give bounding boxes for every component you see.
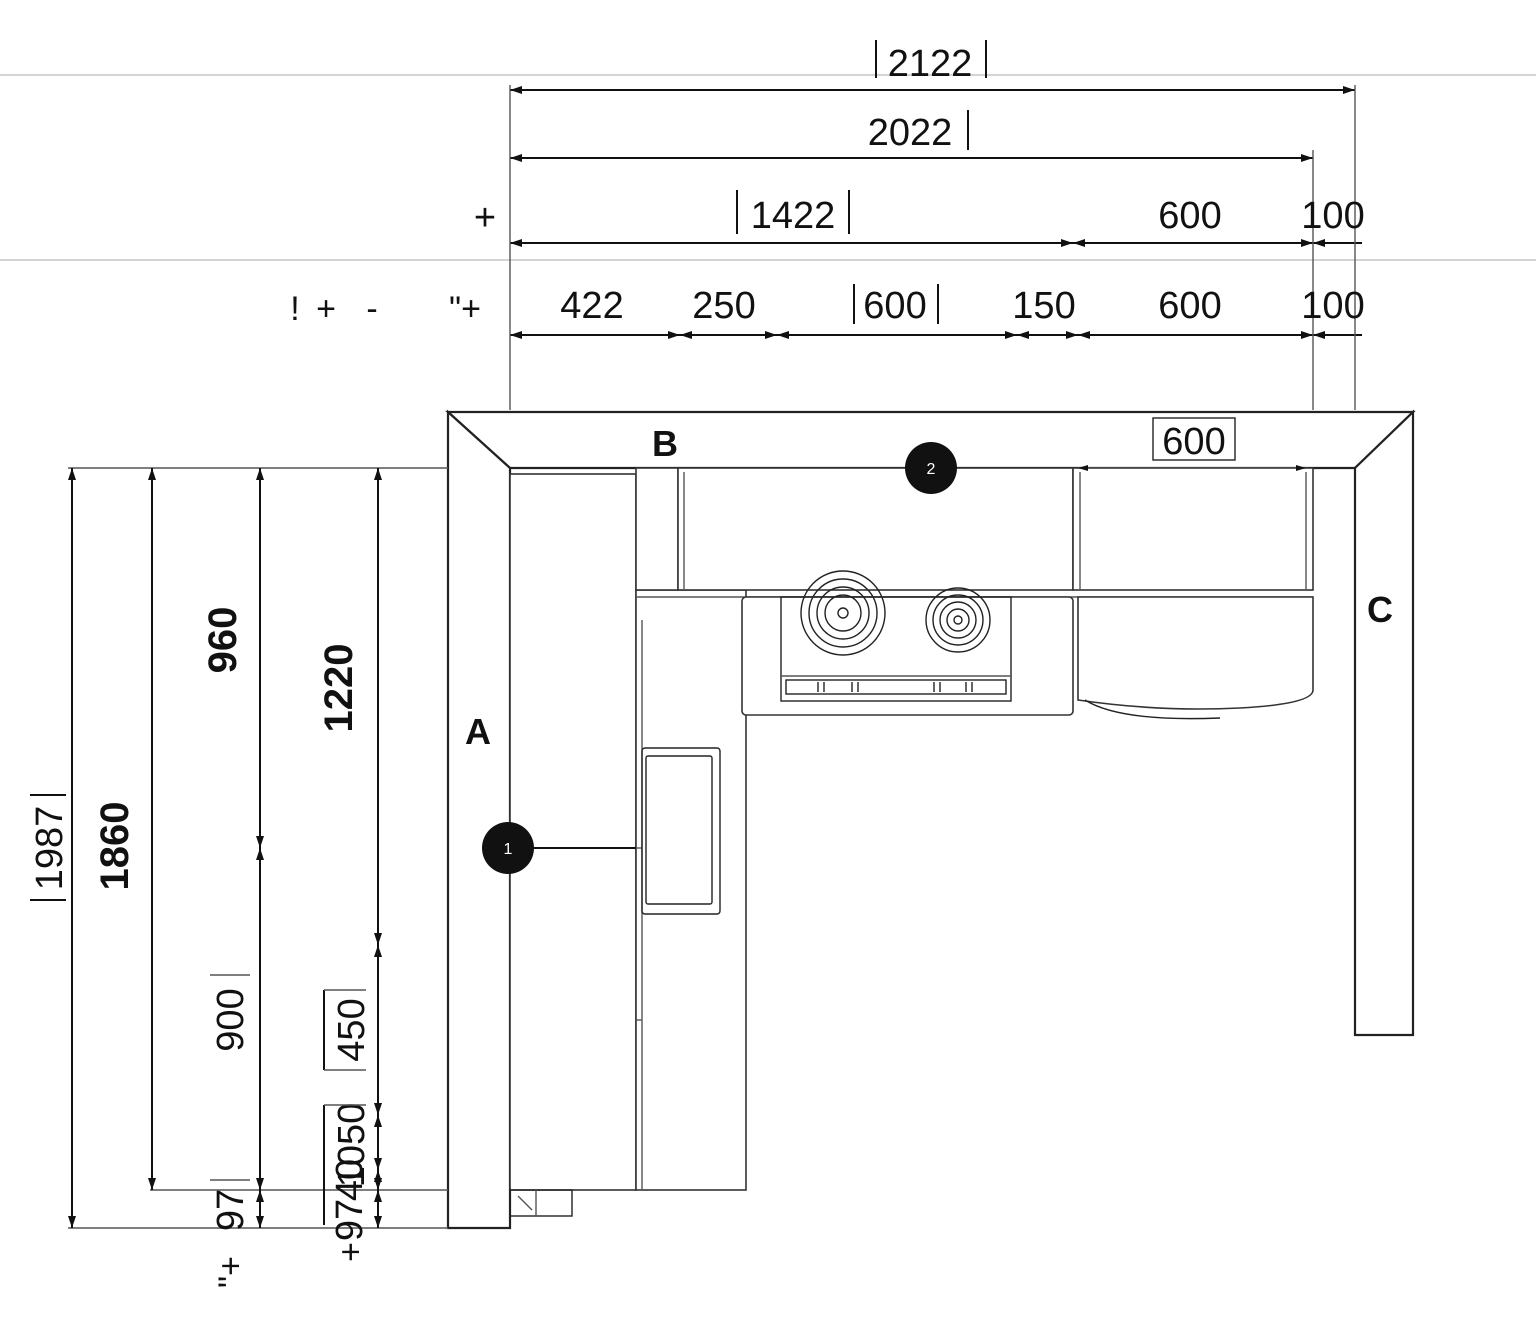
svg-text:2: 2 (927, 461, 936, 478)
dim-row3-600: 600 (1158, 195, 1221, 237)
dim-1220: 1220 (317, 644, 361, 733)
dim-97-right: 97 (329, 1199, 371, 1241)
marker-2: 2 (905, 442, 957, 494)
dim-97-left: 97 (210, 1189, 252, 1231)
walls (445, 409, 1416, 1230)
row4-prefix-2: + (316, 290, 336, 328)
wall-label-b: B (652, 423, 678, 464)
dim-row3-100: 100 (1301, 195, 1364, 237)
left-dimension-lines (68, 467, 448, 1229)
dim-row4-600a: 600 (863, 285, 926, 327)
dim-2122: 2122 (888, 43, 973, 85)
dim-40: 40 (329, 1159, 371, 1201)
cooktop-knobs (817, 682, 973, 692)
svg-text:1: 1 (504, 841, 513, 858)
dim-1987: 1987 (29, 806, 71, 891)
dim-960: 960 (201, 607, 245, 674)
col4-suffix: + (332, 1242, 370, 1262)
marker-1: 1 (482, 822, 636, 874)
dim-row4-600b: 600 (1158, 285, 1221, 327)
col3-suffix: "+ (212, 1256, 250, 1288)
row4-prefix-4: "+ (449, 290, 481, 328)
inner-dimension: 600 (1078, 417, 1306, 471)
dim-2022: 2022 (868, 112, 953, 154)
top-dimension-lines (509, 85, 1362, 410)
dim-inner-600: 600 (1162, 421, 1225, 463)
dim-1422: 1422 (751, 195, 836, 237)
dim-422: 422 (560, 285, 623, 327)
row4-prefix-1: ! (290, 290, 299, 328)
row3-prefix: + (474, 197, 496, 239)
dim-450: 450 (331, 998, 373, 1061)
burner-right (925, 587, 991, 653)
dim-250: 250 (692, 285, 755, 327)
left-dimension-labels: 1987 1860 960 900 97 "+ 1220 450 1050 40… (29, 607, 373, 1288)
dim-1860: 1860 (93, 802, 137, 891)
dim-1050: 1050 (331, 1103, 373, 1188)
wall-c (1353, 409, 1415, 1037)
wall-label-c: C (1367, 589, 1393, 630)
top-dimension-labels: 2122 2022 + 1422 600 100 ! + - "+ 422 25… (290, 40, 1365, 328)
dim-150: 150 (1012, 285, 1075, 327)
dim-row4-100: 100 (1301, 285, 1364, 327)
top-cabinets (635, 467, 1314, 720)
wall-a (446, 409, 512, 1230)
burner-left (800, 570, 886, 656)
left-cabinets (509, 473, 747, 1217)
row4-prefix-3: - (366, 290, 377, 328)
wall-label-a: A (465, 711, 491, 752)
dim-900: 900 (210, 988, 252, 1051)
